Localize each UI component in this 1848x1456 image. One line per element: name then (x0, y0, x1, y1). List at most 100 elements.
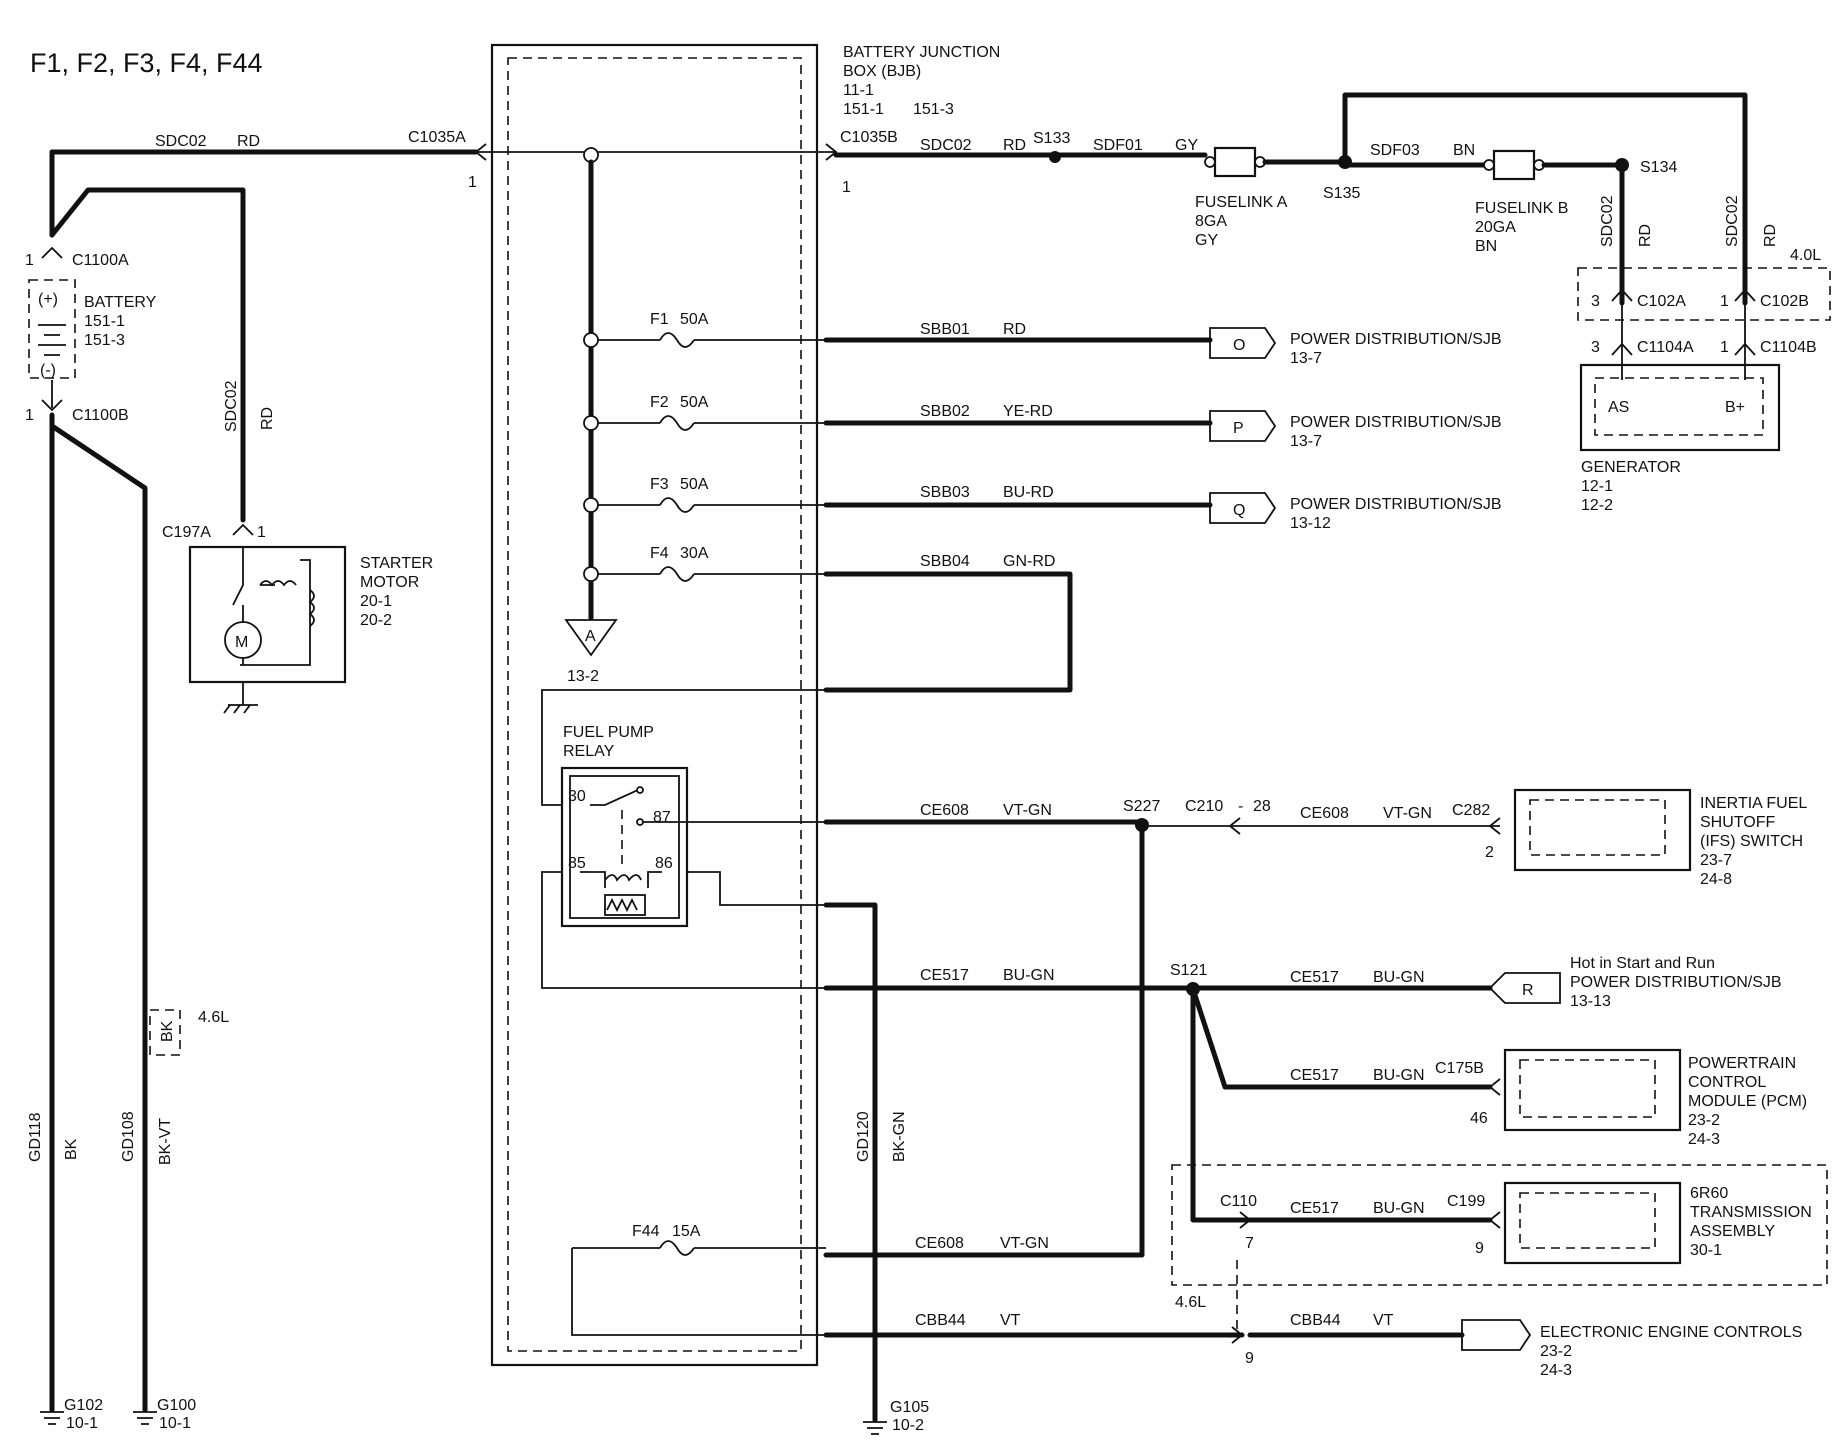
pcm-ref: 24-3 (1688, 1131, 1720, 1148)
wire-label: GD108 (120, 1111, 137, 1162)
fuse-f2-row: F2 50A SBB02 YE-RD P POWER DISTRIBUTION/… (598, 394, 1502, 450)
wire-label: CE517 (1290, 1200, 1339, 1217)
battery-ref: 151-3 (84, 332, 125, 349)
relay-label: RELAY (563, 743, 615, 760)
wire-color: BK-VT (157, 1118, 174, 1165)
connector-label: C210 (1185, 798, 1223, 815)
starter-ref: 20-2 (360, 612, 392, 629)
wire-color: BK (159, 1020, 176, 1042)
fuse-f44-row: F44 15A CE608 VT-GN (571, 1223, 1049, 1336)
trans-label: TRANSMISSION (1690, 1204, 1812, 1221)
connector-label: C1104B (1760, 339, 1817, 356)
fuselink-b-section: S135 SDF03 BN FUSELINK B 20GA BN S134 (1323, 92, 1748, 306)
wire-label: SBB01 (920, 321, 970, 338)
fuse-rating: 50A (680, 394, 709, 411)
fuse-rating: 50A (680, 476, 709, 493)
fuselink-label: FUSELINK B (1475, 200, 1568, 217)
ground-g100: BK 4.6L GD108 BK-VT G100 10-1 (120, 1009, 229, 1432)
wire-label: SBB04 (920, 553, 970, 570)
wire-label: GD120 (855, 1111, 872, 1162)
wire-color: RD (237, 133, 260, 150)
pin-label: 1 (25, 252, 34, 269)
wire-color: RD (1762, 224, 1779, 247)
generator-label: GENERATOR (1581, 459, 1681, 476)
pin-label: 1 (1720, 293, 1729, 310)
bjb-ref-1: 11-1 (843, 82, 874, 99)
fuse-rating: 15A (672, 1223, 701, 1240)
fuse-f3-row: F3 50A SBB03 BU-RD Q POWER DISTRIBUTION/… (598, 476, 1502, 532)
wire-label: SBB03 (920, 484, 970, 501)
bjb-ref-3: 151-3 (913, 101, 954, 118)
variant-label: 4.6L (198, 1009, 229, 1026)
hot-label: Hot in Start and Run (1570, 955, 1715, 972)
wire-color: RD (1003, 137, 1026, 154)
fuse-bus: A 13-2 (564, 147, 618, 685)
wire-label: SDC02 (155, 133, 207, 150)
connector-letter: P (1233, 420, 1244, 437)
variant-label: 4.6L (1175, 1294, 1206, 1311)
fuse-f4-row: F4 30A SBB04 GN-RD (541, 545, 1073, 806)
ifs-label: (IFS) SWITCH (1700, 833, 1803, 850)
ifs-ref: 23-7 (1700, 852, 1732, 869)
ground-ref: 10-1 (159, 1415, 191, 1432)
connector-label: C1100A (72, 252, 129, 269)
connector-letter: O (1233, 337, 1245, 354)
fuse-f1-row: F1 50A SBB01 RD O POWER DISTRIBUTION/SJB… (598, 311, 1502, 367)
trans-label: 6R60 (1690, 1185, 1728, 1202)
wire-label: SDC02 (1724, 195, 1741, 247)
battery-minus: (-) (40, 362, 56, 379)
wire-label: CE608 (920, 802, 969, 819)
splice-label: S133 (1033, 130, 1070, 147)
starter-label: STARTER (360, 555, 433, 572)
destination-label: POWER DISTRIBUTION/SJB (1290, 496, 1502, 513)
battery-label: BATTERY (84, 294, 157, 311)
fuse-rating: 50A (680, 311, 709, 328)
wire-color: GY (1175, 137, 1198, 154)
bus-ref-label: A (585, 628, 596, 645)
wire-color: BU-GN (1373, 969, 1425, 986)
wire-label: SDC02 (920, 137, 972, 154)
wire-label: SDF01 (1093, 137, 1143, 154)
wire-color: BU-GN (1003, 967, 1055, 984)
wire-color: VT (1000, 1312, 1021, 1329)
fuselink-a: FUSELINK A 8GA GY (1195, 146, 1348, 249)
wire-color: BU-RD (1003, 484, 1054, 501)
connector-label: C1100B (72, 407, 129, 424)
pin-label: 1 (1720, 339, 1729, 356)
destination-ref: 23-2 (1540, 1343, 1572, 1360)
wire-color: RD (1003, 321, 1026, 338)
page-title: F1, F2, F3, F4, F44 (30, 48, 263, 78)
destination-label: POWER DISTRIBUTION/SJB (1570, 974, 1782, 991)
bjb-label: BATTERY JUNCTION (843, 44, 1000, 61)
splice-label: S227 (1123, 798, 1160, 815)
relay-pin-86: 86 (655, 855, 673, 872)
fuselink-size: 20GA (1475, 219, 1516, 236)
wire-color: VT-GN (1003, 802, 1052, 819)
wire-label: CE517 (1290, 1067, 1339, 1084)
destination-label: POWER DISTRIBUTION/SJB (1290, 331, 1502, 348)
ground-g102: GD118 BK G102 10-1 (27, 1112, 103, 1432)
trans-label: ASSEMBLY (1690, 1223, 1775, 1240)
pin-label: 2 (1485, 844, 1494, 861)
connector-dash: - (1238, 798, 1243, 815)
wire-label: SDF03 (1370, 142, 1420, 159)
fuel-pump-relay: FUEL PUMP RELAY 30 87 85 86 (541, 724, 826, 989)
wire-label: GD118 (27, 1112, 44, 1162)
pcm: CE517 BU-GN C175B 46 POWERTRAIN CONTROL … (1290, 1048, 1807, 1148)
fuselink-color: GY (1195, 232, 1218, 249)
pin-label: 1 (257, 524, 266, 541)
pin-label: 1 (468, 174, 477, 191)
generator-as-terminal: AS (1608, 399, 1629, 416)
battery-junction-box: BATTERY JUNCTION BOX (BJB) 11-1 151-1 15… (490, 43, 1000, 1367)
destination-label: POWER DISTRIBUTION/SJB (1290, 414, 1502, 431)
bus-ref: 13-2 (567, 668, 599, 685)
wire-label: CBB44 (1290, 1312, 1341, 1329)
connector-letter: Q (1233, 502, 1245, 519)
wire-label: SDC02 (1599, 195, 1616, 247)
wire-color: BK (63, 1138, 80, 1160)
connector-label: C199 (1447, 1193, 1485, 1210)
wire-color: YE-RD (1003, 403, 1053, 420)
wire-color: BU-GN (1373, 1067, 1425, 1084)
starter-motor: SDC02 RD C197A 1 M STARTER MOTOR 20-1 20… (49, 187, 433, 714)
fuse-name: F2 (650, 394, 669, 411)
